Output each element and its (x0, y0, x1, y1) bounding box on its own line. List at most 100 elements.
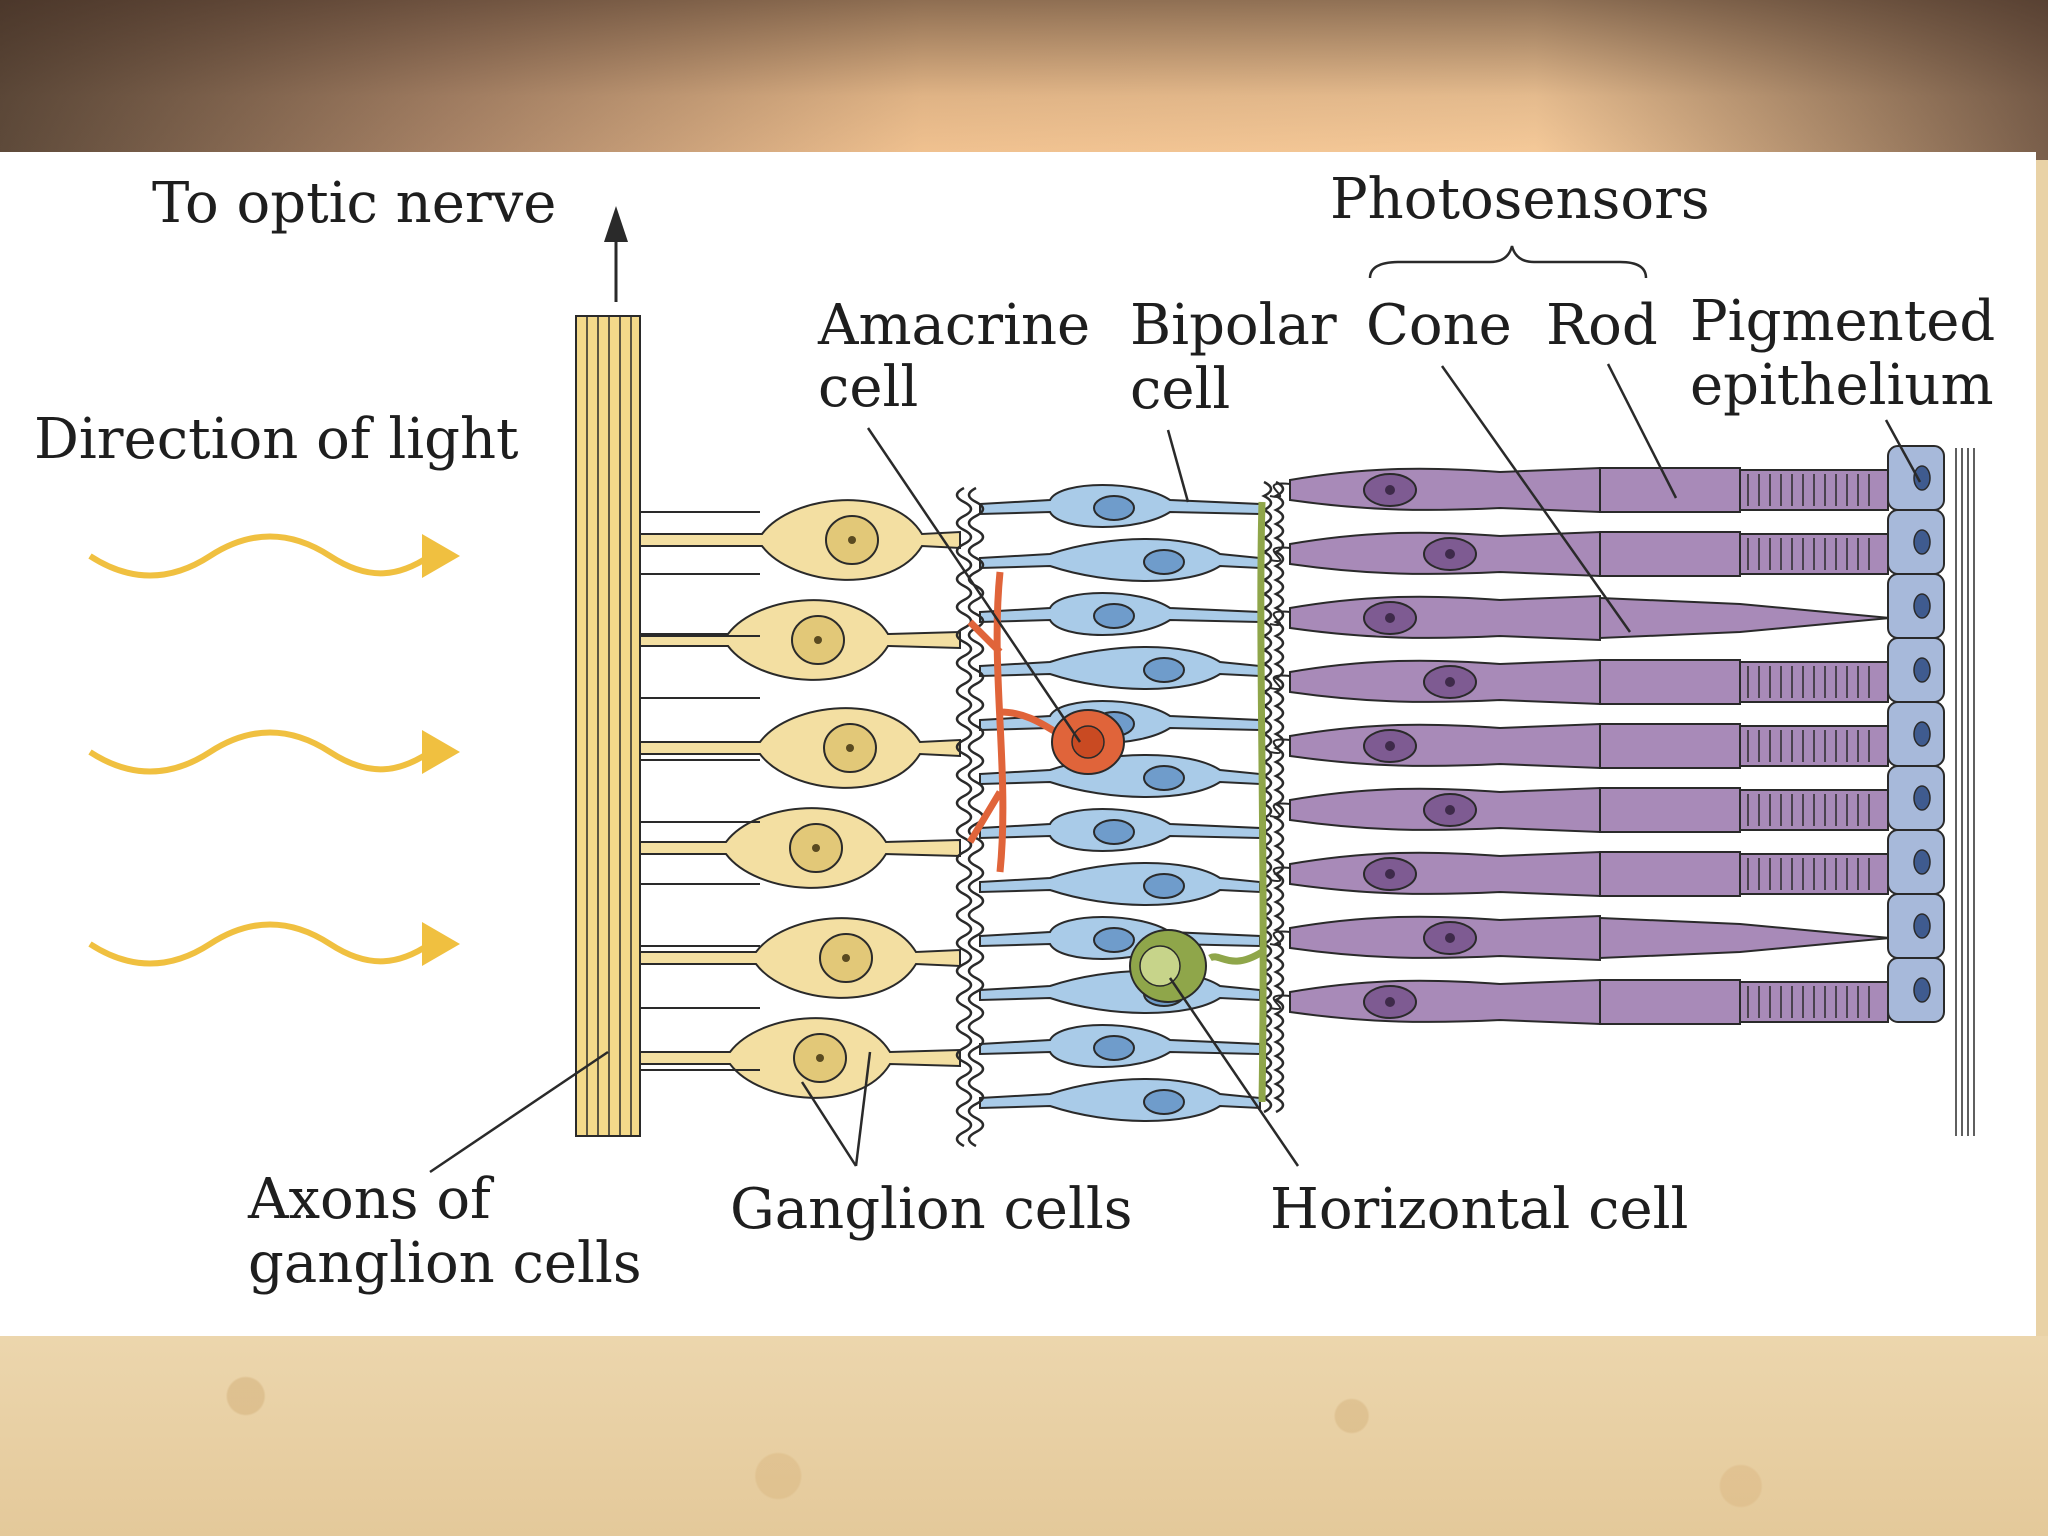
ganglion-layer (639, 499, 961, 1099)
epithelium-nucleus (1913, 721, 1931, 747)
bipolar-nucleus (1143, 1089, 1185, 1115)
label-ganglion-cells: Ganglion cells (730, 1177, 1133, 1242)
light-arrow-wave (88, 729, 432, 775)
photosensors-brace (1368, 245, 1648, 279)
slide-footer-texture (0, 1336, 2048, 1536)
outer-plexiform-layer (1261, 480, 1273, 1114)
bipolar-nucleus (1093, 927, 1135, 953)
ganglion-leader-a (800, 1081, 858, 1167)
leader-lines (429, 245, 1922, 1174)
label-bipolar-line2: cell (1130, 357, 1231, 422)
epithelium-leader (1884, 419, 1922, 483)
retina-diagram (88, 206, 1975, 1174)
photoreceptor-nucleolus (1385, 997, 1395, 1007)
photoreceptor-nucleolus (1385, 741, 1395, 751)
rod-cell (1289, 850, 1601, 898)
ganglion-nucleolus (814, 636, 822, 644)
photoreceptor-nucleolus (1445, 549, 1455, 559)
photoreceptor-layer (1269, 466, 1891, 1026)
label-amacrine-line1: Amacrine (818, 293, 1091, 358)
bipolar-cell (979, 646, 1261, 690)
epithelium-nucleus (1913, 785, 1931, 811)
rod-inner-segment (1599, 723, 1741, 769)
rod-inner-segment (1599, 659, 1741, 705)
axon-bundle (575, 206, 641, 1137)
bipolar-layer (979, 484, 1261, 1122)
bipolar-nucleus (1093, 495, 1135, 521)
epithelium-nucleus (1913, 593, 1931, 619)
rod-cell (1289, 978, 1601, 1026)
photoreceptor-terminal (1269, 994, 1291, 1010)
photoreceptor-terminal (1269, 866, 1291, 882)
horizontal-leader (1168, 977, 1300, 1167)
optic-nerve-arrowhead (604, 206, 628, 242)
ganglion-nucleolus (812, 844, 820, 852)
bipolar-nucleus (1093, 819, 1135, 845)
bipolar-nucleus (1093, 603, 1135, 629)
epithelium-nucleus (1913, 977, 1931, 1003)
ganglion-cell (639, 917, 961, 999)
label-bipolar-line1: Bipolar (1130, 293, 1337, 358)
cone-outer-segment (1599, 916, 1891, 960)
epithelium-nucleus (1913, 465, 1931, 491)
bipolar-cell (979, 862, 1261, 906)
label-axons-line1: Axons of (248, 1167, 491, 1232)
rod-inner-segment (1599, 787, 1741, 833)
cone-cell (1289, 594, 1601, 642)
rod-inner-segment (1599, 467, 1741, 513)
bipolar-nucleus (1143, 549, 1185, 575)
label-direction-of-light: Direction of light (34, 407, 519, 472)
bipolar-cell (979, 970, 1261, 1014)
outer-plexiform-layer (1273, 480, 1285, 1114)
bipolar-cell (979, 1078, 1261, 1122)
label-photosensors: Photosensors (1330, 167, 1710, 232)
light-direction-arrows (88, 533, 460, 967)
amacrine-dendrite (966, 571, 1081, 873)
label-pigmented-line1: Pigmented (1690, 289, 1996, 354)
label-axons-line2: ganglion cells (248, 1231, 642, 1296)
ganglion-nucleolus (816, 1054, 824, 1062)
epithelium-nucleus (1913, 529, 1931, 555)
light-arrow-wave (88, 921, 432, 967)
axons-leader (429, 1050, 609, 1174)
ganglion-cell (639, 707, 961, 789)
retina-figure-panel: To optic nerve Photosensors Amacrine cel… (0, 152, 2036, 1336)
label-to-optic-nerve: To optic nerve (152, 171, 557, 236)
label-horizontal-cell: Horizontal cell (1270, 1177, 1689, 1242)
pigmented-epithelium-layer (1887, 445, 1975, 1136)
amacrine-nucleus (1071, 725, 1105, 759)
photoreceptor-nucleolus (1385, 869, 1395, 879)
photoreceptor-nucleolus (1445, 805, 1455, 815)
label-rod: Rod (1546, 293, 1658, 358)
ganglion-nucleolus (848, 536, 856, 544)
photoreceptor-nucleolus (1445, 933, 1455, 943)
rod-cell (1289, 466, 1601, 514)
light-arrowhead (422, 730, 460, 774)
epithelium-nucleus (1913, 657, 1931, 683)
epithelium-nucleus (1913, 913, 1931, 939)
rod-leader (1606, 363, 1678, 499)
ganglion-leader-b (854, 1051, 872, 1167)
cone-leader (1440, 365, 1632, 633)
label-pigmented-line2: epithelium (1690, 353, 1994, 418)
label-cone: Cone (1366, 293, 1512, 358)
bipolar-nucleus (1143, 657, 1185, 683)
bipolar-cell (979, 754, 1261, 798)
horizontal-cell (1129, 501, 1267, 1103)
photoreceptor-nucleolus (1385, 485, 1395, 495)
inner-plexiform-layer (955, 486, 973, 1148)
slide-header-shade (0, 0, 2048, 160)
bipolar-leader (1166, 429, 1190, 503)
ganglion-nucleolus (846, 744, 854, 752)
bipolar-cell (979, 538, 1261, 582)
bipolar-nucleus (1093, 1035, 1135, 1061)
label-amacrine-line2: cell (818, 355, 919, 420)
cone-outer-segment (1599, 596, 1891, 640)
rod-inner-segment (1599, 851, 1741, 897)
ganglion-nucleolus (842, 954, 850, 962)
amacrine-leader (866, 427, 1082, 743)
photoreceptor-nucleolus (1445, 677, 1455, 687)
light-arrowhead (422, 534, 460, 578)
epithelium-nucleus (1913, 849, 1931, 875)
photoreceptor-nucleolus (1385, 613, 1395, 623)
